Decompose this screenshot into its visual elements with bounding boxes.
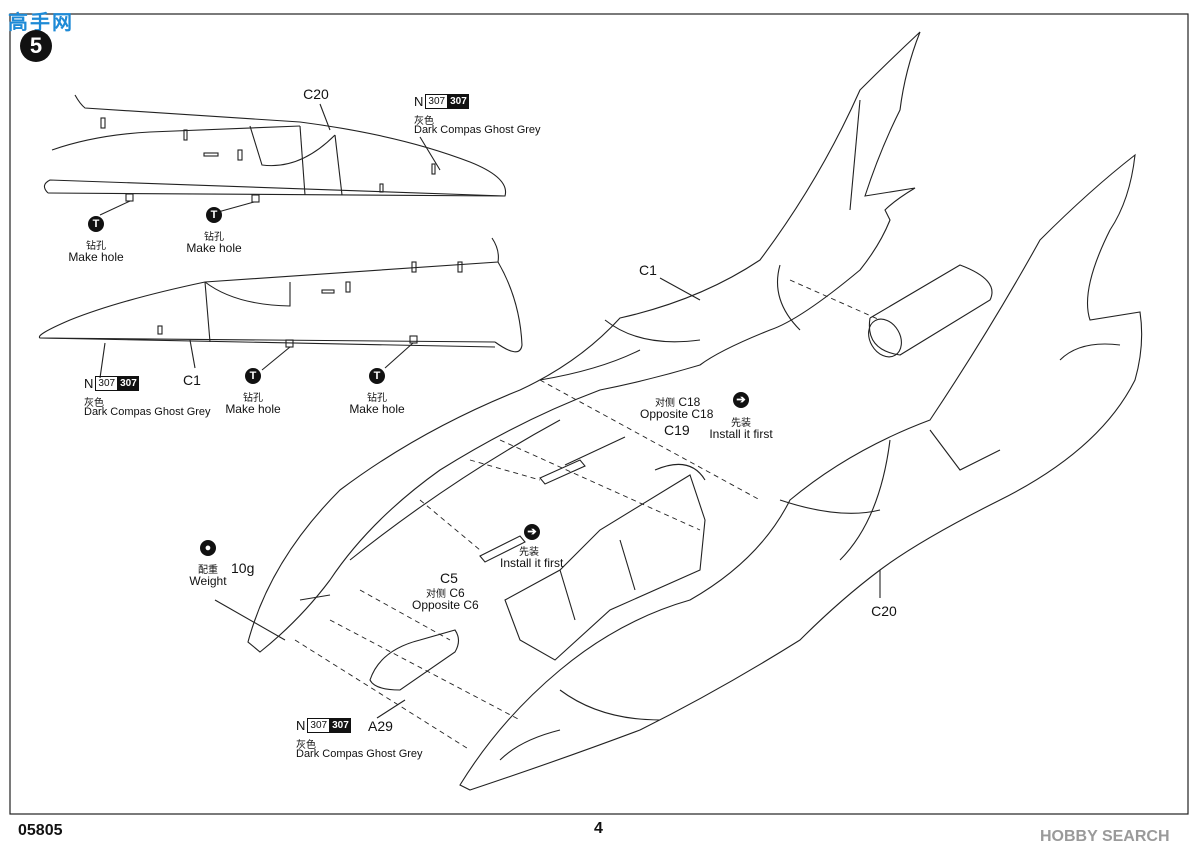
hole-en-1: Make hole — [68, 250, 124, 264]
fuselage-right-outline — [459, 153, 1143, 791]
part-label-c1-bottom: C1 — [183, 372, 201, 388]
opposite-c6-line2: Opposite C6 — [412, 598, 479, 612]
paint-code-top: N 307 307 — [414, 94, 469, 109]
page-number: 4 — [594, 820, 603, 837]
step-number: 5 — [20, 30, 52, 62]
paint-name-en-a29: Dark Compas Ghost Grey — [296, 748, 423, 760]
paint-name-cn-top: 灰色 — [414, 116, 434, 127]
part-label-c20-fuselage: C20 — [871, 603, 897, 619]
opposite-c6-line1: 对侧 C6 — [426, 586, 465, 600]
install-first-cn-1: 先装 — [731, 418, 751, 429]
part-label-a29: A29 — [368, 718, 393, 734]
paint-code-bottom: N 307 307 — [84, 376, 139, 391]
weight-cn: 配重 — [198, 565, 218, 576]
canopy-bottom-slots — [157, 261, 463, 335]
part-label-c19: C19 — [664, 422, 690, 438]
install-first-en-2: Install it first — [500, 556, 564, 570]
part-c6 — [479, 535, 526, 563]
canopy-bottom-outline — [38, 237, 499, 343]
drill-icon: T — [88, 216, 104, 232]
canopy-top-outline — [47, 94, 507, 197]
watermark: HOBBY SEARCH — [1040, 828, 1170, 845]
part-label-c20-top: C20 — [303, 86, 329, 102]
hole-cn-3: 钻孔 — [243, 393, 263, 404]
paint-name-en-top: Dark Compas Ghost Grey — [414, 124, 541, 136]
install-first-cn-2: 先装 — [519, 547, 539, 558]
part-c18 — [539, 459, 586, 485]
part-label-c5: C5 — [440, 570, 458, 586]
hole-en-3: Make hole — [225, 402, 281, 416]
kit-code: 05805 — [18, 822, 63, 839]
paint-name-en-bottom: Dark Compas Ghost Grey — [84, 406, 211, 418]
cockpit-tub — [504, 463, 706, 661]
part-label-c1-fuselage: C1 — [639, 262, 657, 278]
exhaust-tube — [868, 264, 993, 358]
paint-name-cn-a29: 灰色 — [296, 740, 316, 751]
install-first-icon: ➔ — [733, 392, 749, 408]
weight-amount: 10g — [231, 560, 255, 576]
fuselage-left-outline — [247, 31, 921, 653]
drill-icon: T — [245, 368, 261, 384]
hole-en-4: Make hole — [349, 402, 405, 416]
part-a29 — [369, 629, 460, 691]
opposite-c18-line2: Opposite C18 — [640, 407, 714, 421]
opposite-c18-line1: 对侧 C18 — [655, 395, 701, 409]
drill-icon: T — [206, 207, 222, 223]
paint-name-cn-bottom: 灰色 — [84, 398, 104, 409]
install-first-en-1: Install it first — [709, 427, 773, 441]
hole-cn-2: 钻孔 — [204, 232, 224, 243]
hole-en-2: Make hole — [186, 241, 242, 255]
site-logo: 高手网 — [8, 12, 74, 34]
weight-en: Weight — [189, 574, 227, 588]
canopy-top-slots — [100, 117, 436, 193]
hole-cn-1: 钻孔 — [86, 241, 106, 252]
weight-icon: ● — [200, 540, 216, 556]
drill-icon: T — [369, 368, 385, 384]
install-first-icon: ➔ — [524, 524, 540, 540]
paint-code-a29: N 307 307 — [296, 718, 351, 733]
hole-cn-4: 钻孔 — [367, 393, 387, 404]
